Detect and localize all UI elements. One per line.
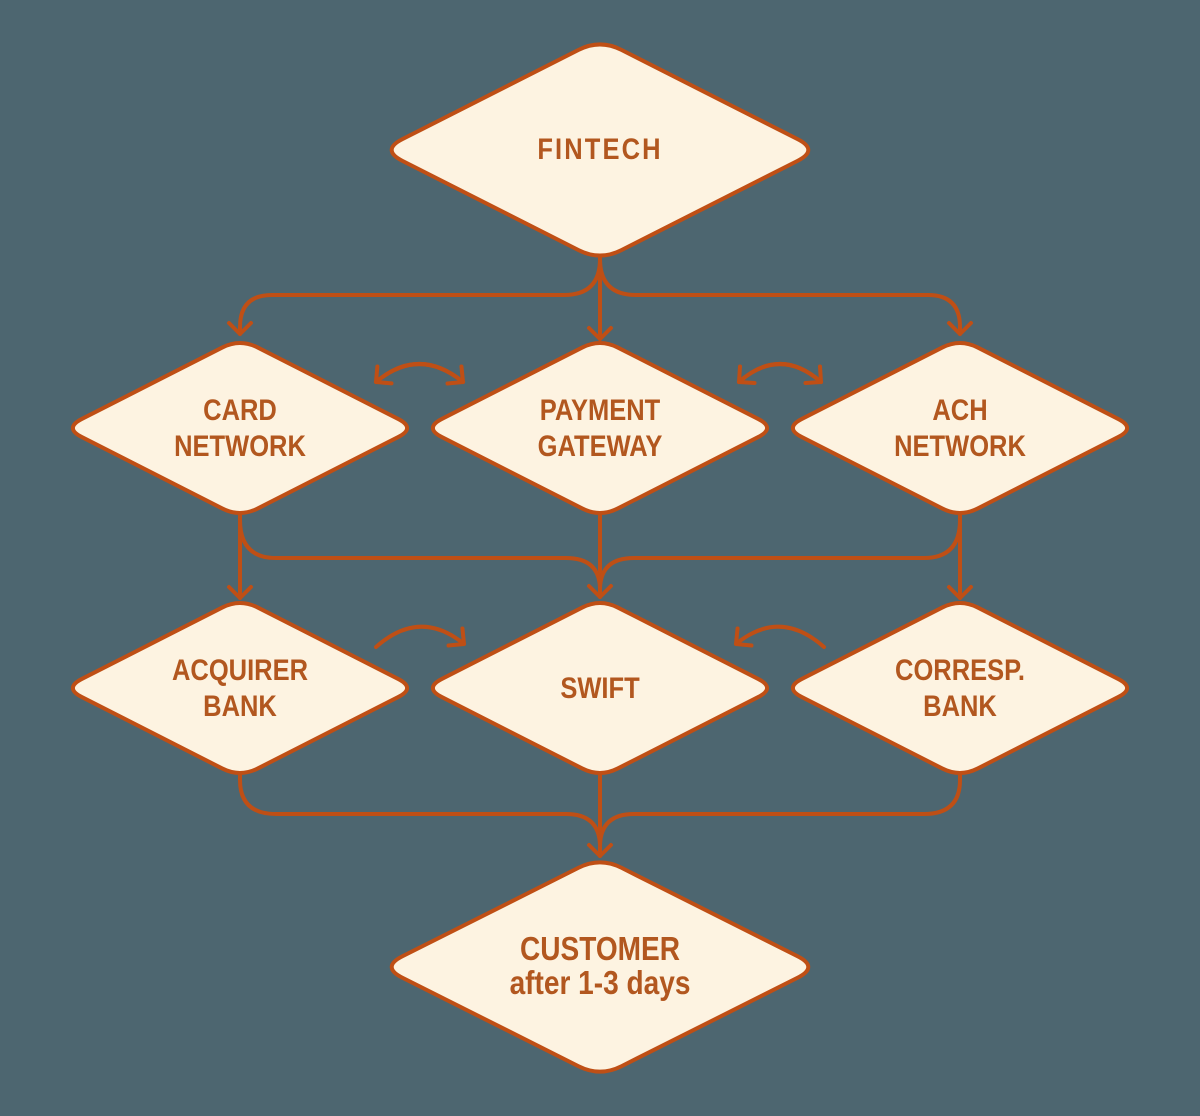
edge-corresp-customer-merge bbox=[598, 772, 962, 847]
node-fintech bbox=[389, 42, 811, 258]
node-corresp-bank-label: CORRESP. BANK bbox=[895, 654, 1025, 723]
arc-card-payment-back bbox=[374, 362, 465, 386]
arc-payment-ach-back bbox=[737, 362, 823, 386]
arc-corresp-swift bbox=[734, 624, 826, 649]
arc-acquirer-swift bbox=[374, 624, 466, 649]
node-customer bbox=[389, 860, 811, 1074]
node-fintech-label: FINTECH bbox=[537, 133, 663, 166]
node-acquirer-bank bbox=[70, 601, 410, 775]
node-ach-network-label: ACH NETWORK bbox=[894, 394, 1026, 463]
node-swift bbox=[430, 601, 770, 775]
edge-card-swift-merge bbox=[238, 518, 602, 590]
node-swift-label: SWIFT bbox=[560, 672, 640, 705]
edge-fintech-card bbox=[227, 257, 602, 336]
node-customer-label: CUSTOMER after 1-3 days bbox=[509, 930, 691, 1001]
node-corresp-bank bbox=[790, 601, 1130, 775]
node-payment-gateway-label: PAYMENT GATEWAY bbox=[537, 394, 663, 463]
node-ach-network bbox=[790, 341, 1130, 515]
node-card-network-label: CARD NETWORK bbox=[174, 394, 306, 463]
node-payment-gateway bbox=[430, 341, 770, 515]
edge-fintech-ach bbox=[598, 257, 973, 336]
edge-acquirer-customer-merge bbox=[238, 772, 602, 847]
node-acquirer-bank-label: ACQUIRER BANK bbox=[171, 654, 309, 723]
edge-ach-swift-merge bbox=[598, 518, 962, 590]
node-card-network bbox=[70, 341, 410, 515]
